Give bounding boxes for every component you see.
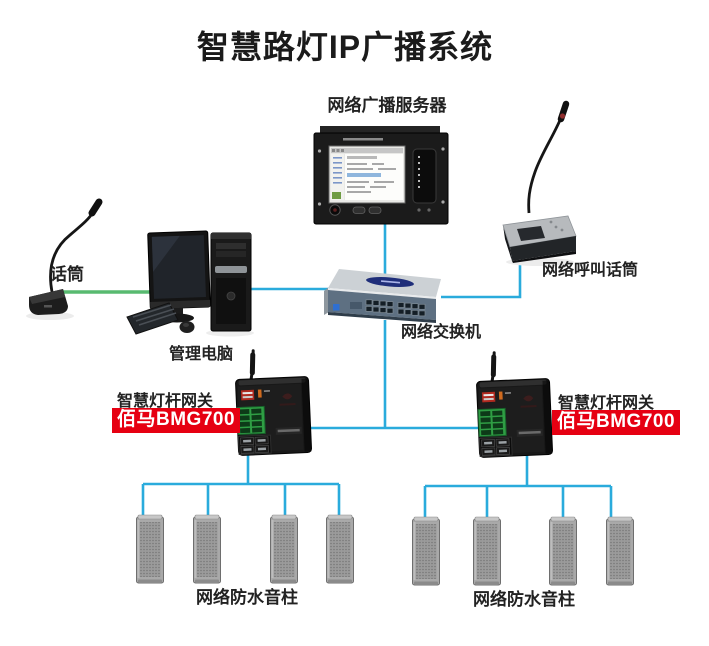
gateway-left-label: 智慧灯杆网关 xyxy=(116,393,213,410)
speaker-group-left xyxy=(136,514,354,584)
management-computer-device xyxy=(126,230,254,337)
speakers-left-label: 网络防水音柱 xyxy=(196,588,298,607)
bus-speakers-right xyxy=(423,484,613,519)
gateway-left-badge: 佰马BMG700 xyxy=(112,408,241,433)
gateway-left-device xyxy=(234,348,311,455)
gateway-right-badge: 佰马BMG700 xyxy=(552,410,681,435)
gateway-right-device xyxy=(475,350,552,457)
desk-mic-label: 话筒 xyxy=(50,265,84,284)
pc-label: 管理电脑 xyxy=(169,346,234,363)
speakers-right-label: 网络防水音柱 xyxy=(473,590,575,609)
page-title: 智慧路灯IP广播系统 xyxy=(196,29,494,65)
speaker-group-right xyxy=(412,516,634,586)
call-microphone-device xyxy=(502,100,577,266)
desk-microphone-device xyxy=(26,198,103,320)
switch-label: 网络交换机 xyxy=(401,324,482,341)
link-switch-gateways xyxy=(309,320,479,430)
broadcast-server-device xyxy=(313,126,449,225)
network-switch-device xyxy=(324,269,441,323)
link-callmic-switch xyxy=(441,252,522,299)
bus-speakers-left xyxy=(141,482,341,517)
call-mic-label: 网络呼叫话筒 xyxy=(542,262,639,279)
connection-lines xyxy=(141,224,613,519)
server-label: 网络广播服务器 xyxy=(327,96,447,115)
gateway-right-label: 智慧灯杆网关 xyxy=(557,395,654,412)
